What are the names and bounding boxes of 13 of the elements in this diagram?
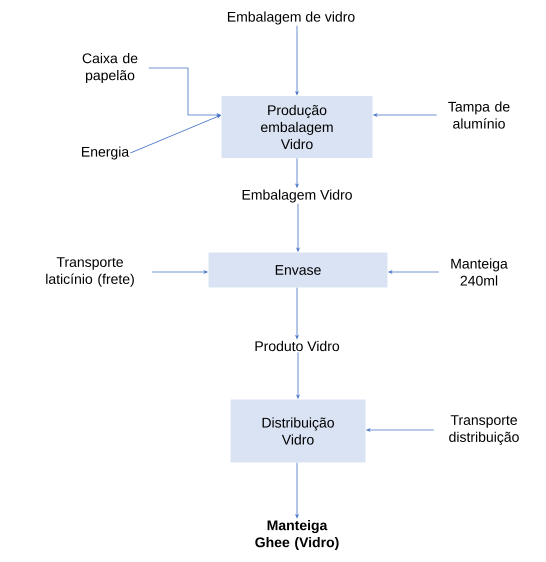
process-box: Produção embalagem Vidro xyxy=(222,96,372,158)
flow-label: Manteiga Ghee (Vidro) xyxy=(255,520,339,550)
flow-label: Transporte laticínio (frete) xyxy=(46,257,134,287)
flow-label: Embalagem Vidro xyxy=(242,189,352,203)
flow-label: Caixa de papelão xyxy=(82,52,138,84)
flow-label: Embalagem de vidro xyxy=(228,11,355,25)
flow-label: Manteiga 240ml xyxy=(451,258,508,286)
flow-label: Energia xyxy=(82,146,130,160)
process-box: Envase xyxy=(208,252,388,288)
flow-label: Transporte distribuição xyxy=(449,415,519,445)
process-box: Distribuição Vidro xyxy=(230,400,366,462)
flow-label: Produto Vidro xyxy=(255,340,340,352)
flow-label: Tampa de alumínio xyxy=(448,101,510,129)
